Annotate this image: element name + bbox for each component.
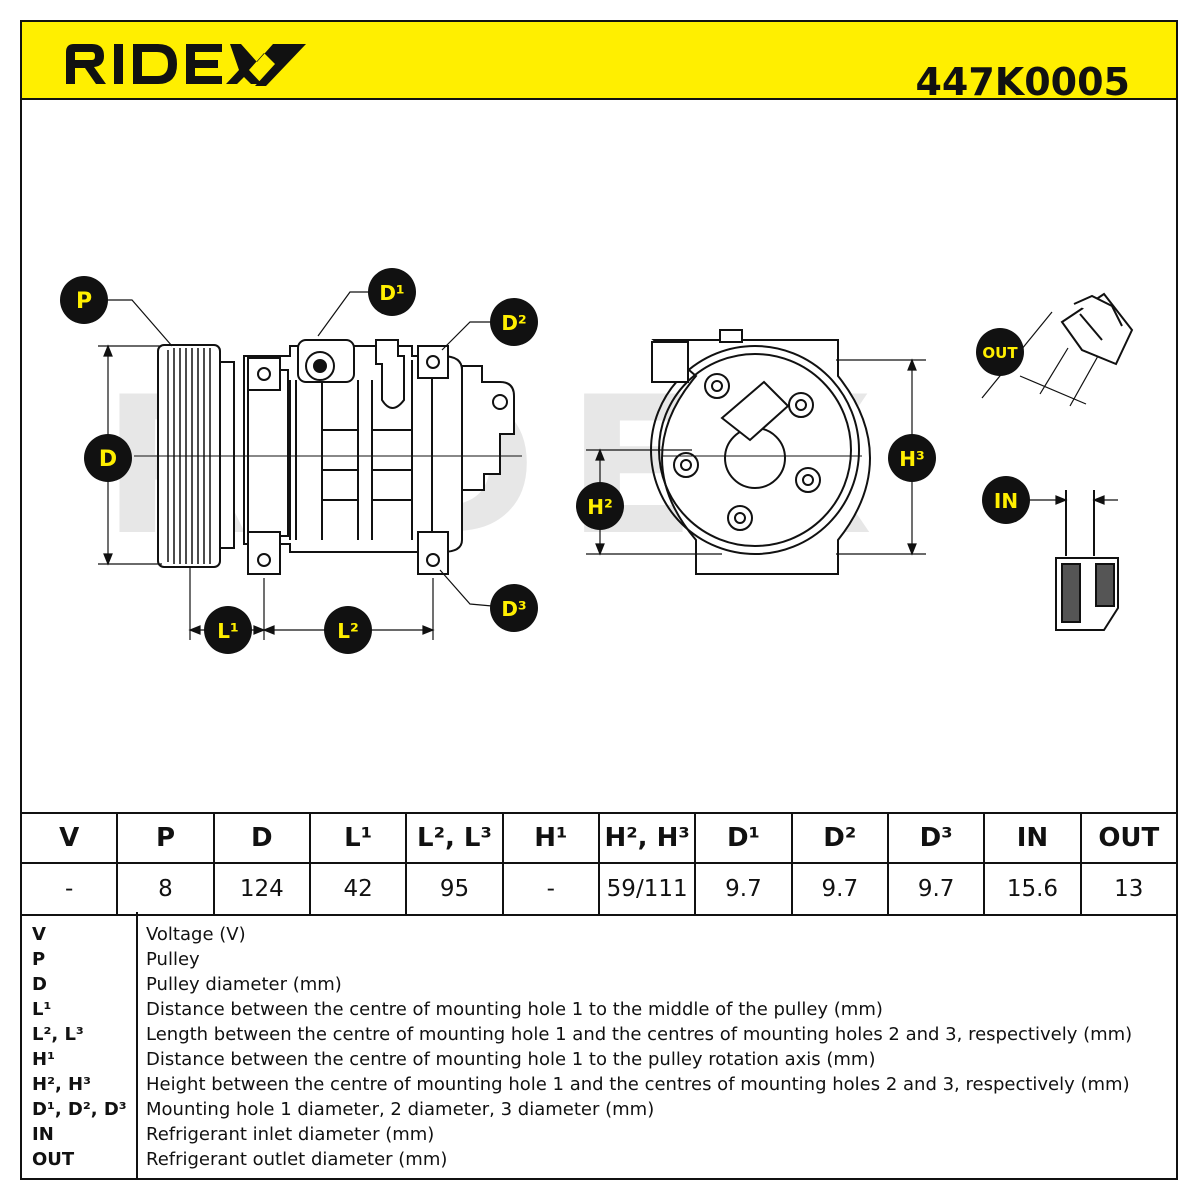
legend-row: D Pulley diameter (mm) bbox=[22, 972, 1176, 997]
specs-header-cell: D² bbox=[790, 812, 889, 864]
label-d-text: D bbox=[99, 447, 117, 472]
specs-value-cell: 8 bbox=[116, 862, 215, 916]
legend-key: P bbox=[32, 949, 46, 970]
specs-value-cell: 59/111 bbox=[597, 862, 697, 916]
label-l2-text: L² bbox=[337, 619, 359, 643]
specs-header-cell: IN bbox=[983, 812, 1082, 864]
legend-row: L¹ Distance between the centre of mounti… bbox=[22, 997, 1176, 1022]
label-h3: H³ bbox=[888, 434, 936, 482]
legend-divider bbox=[136, 912, 138, 1178]
specs-value-cell: 95 bbox=[405, 862, 504, 916]
legend-row: V Voltage (V) bbox=[22, 922, 1176, 947]
legend-row: IN Refrigerant inlet diameter (mm) bbox=[22, 1122, 1176, 1147]
specs-value-cell: 13 bbox=[1079, 862, 1179, 916]
label-h2: H² bbox=[576, 482, 624, 530]
legend-key: D bbox=[32, 974, 47, 995]
label-d3: D³ bbox=[490, 584, 538, 632]
legend-key: OUT bbox=[32, 1149, 75, 1170]
compressor-front-view bbox=[650, 329, 872, 575]
in-fitting bbox=[1055, 490, 1119, 631]
label-p-text: P bbox=[76, 289, 92, 314]
legend-desc: Height between the centre of mounting ho… bbox=[146, 1074, 1130, 1095]
label-d1: D¹ bbox=[368, 268, 416, 316]
legend-key: IN bbox=[32, 1124, 54, 1145]
legend-desc: Refrigerant inlet diameter (mm) bbox=[146, 1124, 435, 1145]
header-bar: 447K0005 bbox=[20, 20, 1178, 104]
specs-header-cell: H¹ bbox=[501, 812, 600, 864]
legend-row: D¹, D², D³ Mounting hole 1 diameter, 2 d… bbox=[22, 1097, 1176, 1122]
legend-row: L², L³ Length between the centre of moun… bbox=[22, 1022, 1176, 1047]
specs-header-cell: H², H³ bbox=[597, 812, 697, 864]
label-in: IN bbox=[982, 476, 1030, 524]
label-d: D bbox=[84, 434, 132, 482]
label-h2-text: H² bbox=[587, 495, 613, 519]
legend-desc: Distance between the centre of mounting … bbox=[146, 999, 883, 1020]
legend-key: L², L³ bbox=[32, 1024, 84, 1045]
specs-header-row: V P D L¹ L², L³ H¹ H², H³ D¹ D² D³ IN OU… bbox=[19, 812, 1179, 864]
label-out: OUT bbox=[976, 328, 1024, 376]
part-number: 447K0005 bbox=[915, 60, 1130, 104]
label-p: P bbox=[60, 276, 108, 324]
compressor-side-view bbox=[134, 339, 522, 575]
specs-header-cell: OUT bbox=[1079, 812, 1179, 864]
drawing-canvas: RIDEX bbox=[60, 268, 1134, 654]
label-l1-text: L¹ bbox=[217, 619, 239, 643]
label-out-text: OUT bbox=[982, 344, 1018, 362]
specs-header-cell: P bbox=[116, 812, 215, 864]
label-h3-text: H³ bbox=[899, 447, 925, 471]
out-fitting bbox=[1060, 292, 1134, 366]
legend-desc: Voltage (V) bbox=[146, 924, 246, 945]
specs-header-cell: V bbox=[19, 812, 119, 864]
legend-desc: Pulley diameter (mm) bbox=[146, 974, 342, 995]
technical-drawing: RIDEX bbox=[22, 100, 1176, 812]
legend-row: OUT Refrigerant outlet diameter (mm) bbox=[22, 1147, 1176, 1172]
legend-key: D¹, D², D³ bbox=[32, 1099, 127, 1120]
legend-key: L¹ bbox=[32, 999, 52, 1020]
legend-key: H¹ bbox=[32, 1049, 55, 1070]
specs-value-cell: - bbox=[19, 862, 119, 916]
specs-value-row: - 8 124 42 95 - 59/111 9.7 9.7 9.7 15.6 … bbox=[19, 862, 1179, 916]
legend-row: H², H³ Height between the centre of moun… bbox=[22, 1072, 1176, 1097]
specs-value-cell: 9.7 bbox=[790, 862, 889, 916]
legend-desc: Pulley bbox=[146, 949, 200, 970]
specs-header-cell: D bbox=[212, 812, 311, 864]
legend-desc: Mounting hole 1 diameter, 2 diameter, 3 … bbox=[146, 1099, 655, 1120]
legend-key: H², H³ bbox=[32, 1074, 92, 1095]
legend-desc: Refrigerant outlet diameter (mm) bbox=[146, 1149, 448, 1170]
specs-value-cell: 9.7 bbox=[886, 862, 986, 916]
label-l1: L¹ bbox=[204, 606, 252, 654]
label-d2-text: D² bbox=[501, 311, 526, 335]
legend-row: P Pulley bbox=[22, 947, 1176, 972]
specs-value-cell: 15.6 bbox=[983, 862, 1082, 916]
specs-value-cell: 124 bbox=[212, 862, 311, 916]
specs-value-cell: - bbox=[501, 862, 600, 916]
legend-key: V bbox=[32, 924, 46, 945]
legend-desc: Distance between the centre of mounting … bbox=[146, 1049, 876, 1070]
specs-header-cell: L¹ bbox=[308, 812, 408, 864]
leader-lines bbox=[106, 291, 493, 607]
label-d1-text: D¹ bbox=[379, 281, 404, 305]
specs-header-cell: D³ bbox=[886, 812, 986, 864]
specs-header-cell: L², L³ bbox=[405, 812, 504, 864]
legend-desc: Length between the centre of mounting ho… bbox=[146, 1024, 1133, 1045]
legend-box: V Voltage (V) P Pulley D Pulley diameter… bbox=[20, 912, 1178, 1180]
specs-value-cell: 9.7 bbox=[694, 862, 793, 916]
label-d3-text: D³ bbox=[501, 597, 526, 621]
specs-header-cell: D¹ bbox=[694, 812, 793, 864]
in-dimension bbox=[1024, 495, 1118, 505]
label-d2: D² bbox=[490, 298, 538, 346]
label-in-text: IN bbox=[994, 489, 1018, 513]
label-l2: L² bbox=[324, 606, 372, 654]
legend-row: H¹ Distance between the centre of mounti… bbox=[22, 1047, 1176, 1072]
specs-table: V P D L¹ L², L³ H¹ H², H³ D¹ D² D³ IN OU… bbox=[19, 812, 1179, 916]
ridex-logo bbox=[66, 44, 306, 86]
specs-value-cell: 42 bbox=[308, 862, 408, 916]
